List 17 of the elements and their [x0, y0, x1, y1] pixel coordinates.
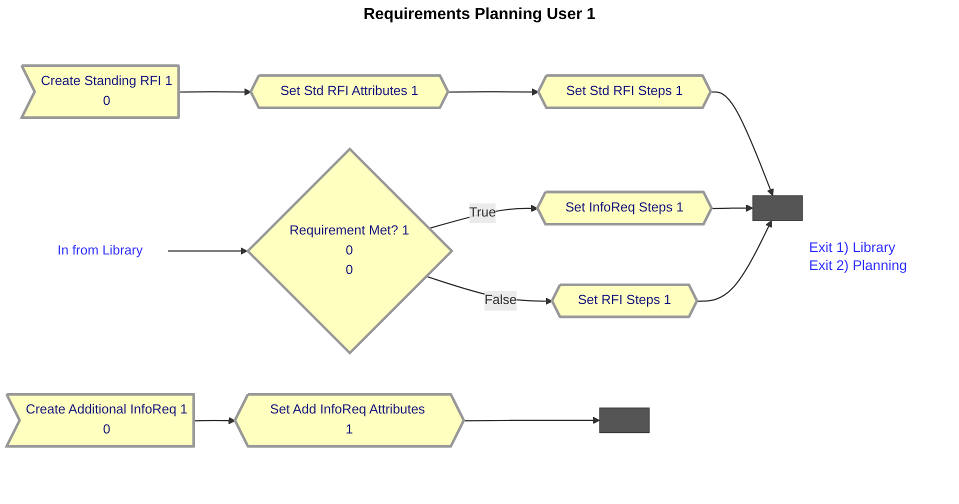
arrow [168, 247, 248, 255]
node-box [752, 195, 803, 221]
arrow [712, 204, 754, 212]
arrow [178, 88, 252, 96]
exit-label: Exit 2) Planning [809, 257, 908, 273]
node-diamond: Requirement Met? 1 0 0 [246, 147, 454, 355]
edge-label: False [484, 293, 517, 308]
arrow [464, 416, 600, 424]
node-box [599, 408, 650, 434]
arrow [194, 417, 236, 424]
edge-label: True [469, 206, 496, 220]
arrow [448, 88, 540, 96]
node-text: In from Library [58, 244, 143, 258]
arrow [711, 91, 774, 196]
exit-label: Exit 1) Library [809, 239, 896, 255]
arrow [697, 220, 772, 302]
diagram-title: Requirements Planning User 1 [362, 6, 597, 24]
